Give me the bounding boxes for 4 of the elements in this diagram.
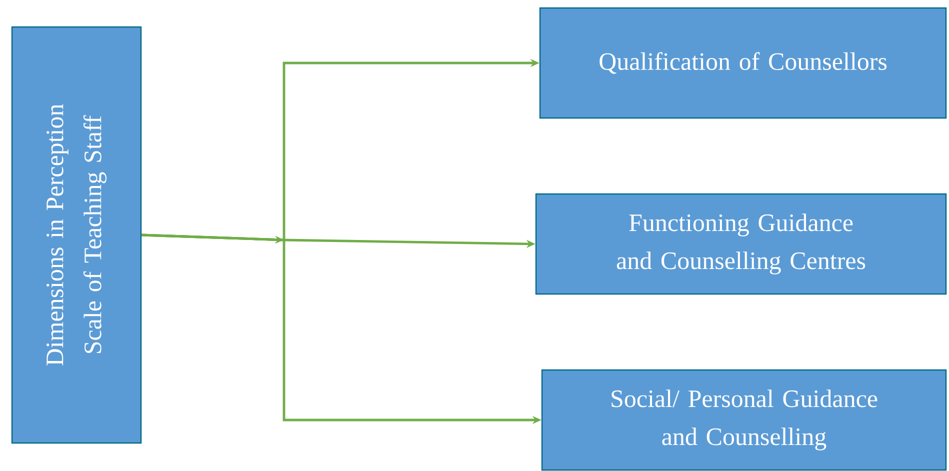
process-box: Dimensions in Perception Scale of Teaching Staff (11, 26, 142, 444)
process-box: Functioning Guidance and Counselling Centres (535, 193, 947, 295)
process-box: Qualification of Counsellors (539, 7, 947, 119)
process-box: Social/ Personal Guidance and Counselling (541, 369, 947, 471)
